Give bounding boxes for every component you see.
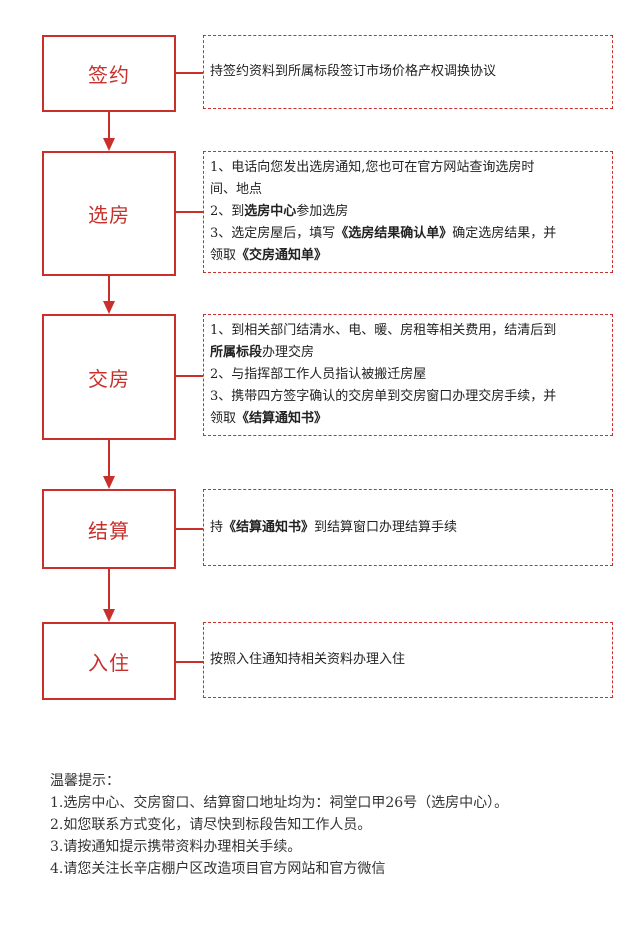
note-segment: 确定选房结果，并 [452,226,557,241]
note-emphasis: 《结算通知书》 [236,411,328,426]
note-segment: 领取 [210,248,237,263]
tips-section: 温馨提示： 1.选房中心、交房窗口、结算窗口地址均为：祠堂口甲26号（选房中心）… [50,770,630,880]
note-segment: 按照入住通知持相关资料办理入住 [210,652,406,667]
note-segment: 3、携带四方签字确认的交房单到交房窗口办理交房手续，并 [210,389,557,404]
note-segment: 3、选定房屋后，填写 [210,226,336,241]
step-label: 入住 [88,650,130,675]
note-line: 3、携带四方签字确认的交房单到交房窗口办理交房手续，并 [210,386,606,408]
note-segment: 领取 [210,411,237,426]
arrow-3-head [103,476,115,489]
step-sign: 签约 [42,35,176,112]
note-line: 领取《交房通知单》 [210,245,606,267]
tips-item: 2.如您联系方式变化，请尽快到标段告知工作人员。 [50,817,372,833]
step-label: 选房 [88,203,130,227]
note-line: 1、到相关部门结清水、电、暖、房租等相关费用，结清后到 [210,320,606,342]
step-label: 结算 [88,518,130,543]
note-segment: 1、到相关部门结清水、电、暖、房租等相关费用，结清后到 [210,323,557,338]
tips-title: 温馨提示： [50,773,120,789]
note-line: 领取《结算通知书》 [210,408,606,430]
note-segment: 1、电话向您发出选房通知,您也可在官方网站查询选房时 [210,160,535,175]
note-emphasis: 所属标段 [210,345,263,360]
tips-item: 1.选房中心、交房窗口、结算窗口地址均为：祠堂口甲26号（选房中心）。 [50,795,509,811]
step-label: 签约 [88,63,130,87]
note-text: 持签约资料到所属标段签订市场价格产权调换协议 [210,61,496,83]
note-line: 持《结算通知书》到结算窗口办理结算手续 [210,517,457,539]
note-segment: 办理交房 [262,345,315,360]
note-line: 2、与指挥部工作人员指认被搬迁房屋 [210,364,606,386]
note-line: 所属标段办理交房 [210,342,606,364]
note-emphasis: 《选房结果确认单》 [335,226,453,241]
note-emphasis: 选房中心 [244,204,297,219]
note-sign: 持签约资料到所属标段签订市场价格产权调换协议 [203,35,613,109]
arrow-1-head [103,138,115,151]
note-select-house: 1、电话向您发出选房通知,您也可在官方网站查询选房时间、地点 2、到选房中心参加选… [203,151,613,273]
note-segment: 到结算窗口办理结算手续 [314,519,458,535]
note-line: 持签约资料到所属标段签订市场价格产权调换协议 [210,61,496,83]
note-emphasis: 《交房通知单》 [236,248,328,263]
note-segment: 持签约资料到所属标段签订市场价格产权调换协议 [210,64,497,79]
step-handover: 交房 [42,314,176,440]
tips-item: 4.请您关注长辛店棚户区改造项目官方网站和官方微信 [50,861,386,877]
note-line: 间、地点 [210,179,606,201]
note-line: 按照入住通知持相关资料办理入住 [210,649,405,671]
note-text: 按照入住通知持相关资料办理入住 [210,649,405,671]
step-settlement: 结算 [42,489,176,569]
note-line: 2、到选房中心参加选房 [210,201,606,223]
note-line: 1、电话向您发出选房通知,您也可在官方网站查询选房时 [210,157,606,179]
step-select-house: 选房 [42,151,176,276]
note-move-in: 按照入住通知持相关资料办理入住 [203,622,613,698]
step-move-in: 入住 [42,622,176,700]
note-segment: 2、到 [210,204,245,219]
note-text: 持《结算通知书》到结算窗口办理结算手续 [210,517,457,539]
note-emphasis: 《结算通知书》 [223,519,315,535]
arrow-4-head [103,609,115,622]
note-line: 3、选定房屋后，填写《选房结果确认单》确定选房结果，并 [210,223,606,245]
note-segment: 2、与指挥部工作人员指认被搬迁房屋 [210,367,427,382]
note-segment: 持 [210,519,224,535]
arrow-2-head [103,301,115,314]
tips-item: 3.请按通知提示携带资料办理相关手续。 [50,839,302,855]
note-segment: 参加选房 [296,204,349,219]
step-label: 交房 [88,366,130,391]
note-settlement: 持《结算通知书》到结算窗口办理结算手续 [203,489,613,566]
note-text: 1、电话向您发出选房通知,您也可在官方网站查询选房时间、地点 2、到选房中心参加选… [210,157,606,267]
note-segment: 间、地点 [210,182,263,197]
